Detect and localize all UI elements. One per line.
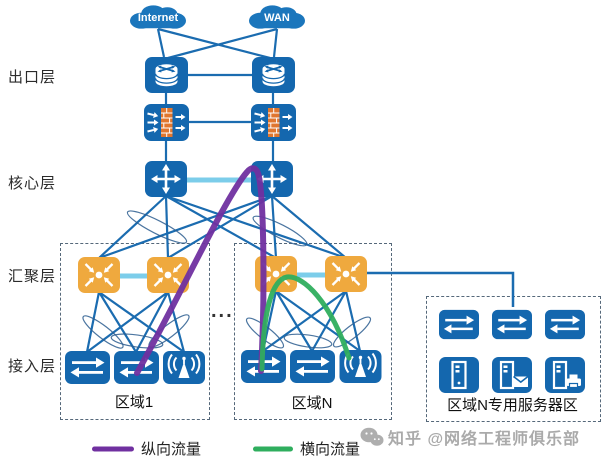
- layer-label-aggregation: 汇聚层: [8, 268, 57, 285]
- zone1-wireless-ap: [163, 351, 205, 384]
- core-switch-2: [251, 161, 293, 197]
- zone1-agg-switch-2: [147, 257, 189, 293]
- wireless-ap-icon: [163, 351, 205, 384]
- server-icon: [439, 357, 479, 393]
- switch-icon: [65, 351, 110, 384]
- firewall-icon: [144, 104, 189, 141]
- firewall-icon: [251, 104, 296, 141]
- firewall-2: [251, 104, 296, 141]
- print-server-icon: [545, 357, 585, 393]
- server-area-switch-2: [492, 307, 532, 342]
- aggregation-switch-icon: [147, 257, 189, 293]
- aggregation-switch-icon: [255, 256, 297, 292]
- aggregation-switch-icon: [78, 257, 120, 293]
- layer-label-exit: 出口层: [8, 69, 57, 86]
- mail-server-icon: [492, 357, 532, 393]
- zone1-label: 区域1: [114, 394, 154, 411]
- north-south-line-swatch: [92, 446, 134, 451]
- switch-icon: [114, 351, 159, 384]
- server-area-switch-3: [545, 307, 585, 342]
- legend-north-south: 纵向流量: [92, 438, 201, 456]
- router-icon: [145, 57, 188, 93]
- zoneN-wireless-ap: [339, 350, 382, 383]
- legend-east-west-label: 横向流量: [300, 441, 361, 456]
- switch-icon: [439, 307, 479, 342]
- exit-router-2: [252, 57, 295, 93]
- zone1-access-switch-2: [114, 351, 159, 384]
- core-switch-icon: [251, 161, 293, 197]
- router-icon: [252, 57, 295, 93]
- layer-label-access: 接入层: [8, 358, 57, 375]
- core-switch-icon: [145, 161, 187, 197]
- core-switch-1: [145, 161, 187, 197]
- switch-icon: [241, 350, 286, 383]
- switch-icon: [492, 307, 532, 342]
- zoneN-agg-switch-1: [255, 256, 297, 292]
- wan-cloud-label: WAN: [264, 12, 290, 24]
- wireless-ap-icon: [339, 350, 382, 383]
- zone1-access-switch-1: [65, 351, 110, 384]
- server-area-switch-1: [439, 307, 479, 342]
- zoneN-access-switch-1: [241, 350, 286, 383]
- zoneN-agg-switch-2: [325, 256, 367, 292]
- zones-ellipsis: ...: [211, 300, 234, 322]
- layer-label-core: 核心层: [8, 175, 57, 192]
- watermark-text: 知乎 @网络工程师俱乐部: [388, 431, 581, 448]
- zoneN-access-switch-2: [290, 350, 335, 383]
- zoneN-label: 区域N: [291, 395, 333, 412]
- server-1: [439, 357, 479, 393]
- watermark: 知乎 @网络工程师俱乐部: [360, 425, 580, 449]
- zone1-agg-switch-1: [78, 257, 120, 293]
- aggregation-switch-icon: [325, 256, 367, 292]
- exit-router-1: [145, 57, 188, 93]
- print-server: [545, 357, 585, 393]
- legend-east-west: 横向流量: [253, 438, 360, 456]
- east-west-line-swatch: [253, 446, 293, 451]
- switch-icon: [290, 350, 335, 383]
- legend-north-south-label: 纵向流量: [141, 441, 202, 456]
- wechat-icon: [360, 427, 384, 446]
- firewall-1: [144, 104, 189, 141]
- switch-icon: [545, 307, 585, 342]
- mail-server: [492, 357, 532, 393]
- internet-cloud-label: Internet: [137, 12, 179, 24]
- server-area-label: 区域N专用服务器区: [447, 397, 578, 414]
